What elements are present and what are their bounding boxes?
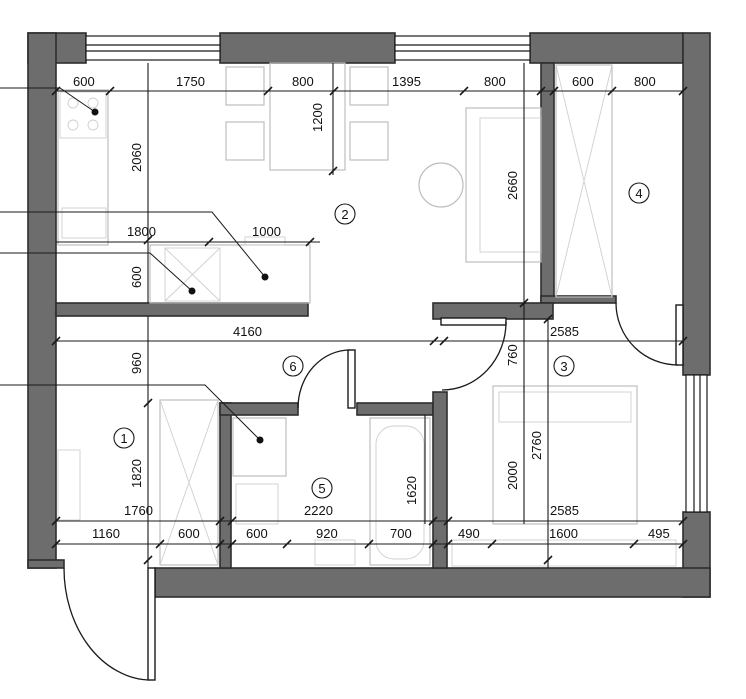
window-top-left — [85, 35, 221, 61]
furniture — [57, 62, 677, 567]
wardrobe — [555, 64, 613, 298]
dim-top-sofa-depth: 800 — [484, 74, 506, 89]
room-number-4: 4 — [635, 186, 642, 201]
shower — [232, 417, 287, 477]
dim-vert-bedroom-depth: 2760 — [529, 431, 544, 460]
bedroom-door — [440, 317, 507, 326]
entry-bench — [57, 449, 81, 521]
fridge — [164, 247, 221, 302]
dim-kitchen-counter-length: 1800 — [127, 224, 156, 239]
dim-entry-width: 1760 — [124, 503, 153, 518]
leader-lines — [0, 87, 269, 444]
stove — [59, 91, 107, 139]
dim-bottom-bath-c: 700 — [390, 526, 412, 541]
dim-top-wardrobe-left: 600 — [572, 74, 594, 89]
sofa — [465, 107, 542, 263]
dining-table — [269, 62, 346, 171]
wall-wardrobe-partition — [540, 62, 555, 304]
hall-door — [347, 349, 356, 409]
room-numbers: 1 2 3 4 5 6 — [113, 182, 650, 499]
dim-kitchen-island-length: 1000 — [252, 224, 281, 239]
dim-bath-width: 2220 — [304, 503, 333, 518]
dim-bottom-bed-left: 490 — [458, 526, 480, 541]
room-number-5: 5 — [318, 481, 325, 496]
windows — [85, 35, 708, 513]
window-top-right — [394, 35, 531, 61]
dim-top-living-width: 1395 — [392, 74, 421, 89]
dim-top-table-width: 800 — [292, 74, 314, 89]
wall-entry-bottom — [27, 559, 65, 569]
room-number-1: 1 — [120, 431, 127, 446]
dimension-labels: 600 1750 800 1395 800 600 800 1200 2060 … — [73, 74, 670, 541]
wall-top-right — [529, 32, 684, 64]
wall-bath-top-right — [356, 402, 434, 416]
wall-bath-top-left — [219, 402, 299, 416]
wall-kitchen-hall — [55, 302, 309, 317]
dim-bottom-bath-a: 600 — [246, 526, 268, 541]
dim-bottom-bath-b: 920 — [316, 526, 338, 541]
bedroom-cabinet — [451, 539, 677, 567]
sink — [61, 207, 107, 239]
chair-3 — [349, 66, 389, 106]
room-number-3: 3 — [560, 359, 567, 374]
doors — [63, 302, 684, 681]
leader-shower — [0, 384, 261, 441]
chair-1 — [225, 66, 265, 106]
dim-bottom-entry-left: 1160 — [92, 526, 120, 541]
bed — [492, 385, 638, 525]
kitchen-counter — [57, 89, 109, 246]
coffee-table — [418, 162, 464, 208]
dim-bedroom-width-bottom: 2585 — [550, 503, 579, 518]
dim-vert-bed-length: 2000 — [505, 461, 520, 490]
dim-vert-door-offset: 760 — [505, 344, 520, 366]
kitchen-island — [149, 244, 311, 304]
dim-top-dining-width: 1750 — [176, 74, 205, 89]
dim-vert-living-depth: 2660 — [505, 171, 520, 200]
dim-bottom-bed-width: 1600 — [549, 526, 578, 541]
dim-vert-hall-depth: 960 — [129, 352, 144, 374]
leader-stove — [0, 87, 96, 113]
dim-vert-table-depth: 1200 — [310, 103, 325, 132]
entry-wardrobe — [159, 399, 219, 566]
dim-bottom-bed-right: 495 — [648, 526, 670, 541]
wardrobe-door — [675, 304, 684, 366]
wall-bath-right — [432, 391, 448, 569]
chair-2 — [225, 121, 265, 161]
dim-top-kitchen-depth: 600 — [73, 74, 95, 89]
washer — [314, 539, 356, 566]
wall-top-middle — [219, 32, 396, 64]
dim-hall-width: 4160 — [233, 324, 262, 339]
dim-vert-kitchen-length: 2060 — [129, 143, 144, 172]
wall-wardrobe-bottom — [540, 295, 617, 304]
room-number-6: 6 — [289, 359, 296, 374]
dimension-lines — [51, 63, 688, 568]
dim-bedroom-width-top: 2585 — [550, 324, 579, 339]
bathtub — [369, 417, 431, 566]
walls — [27, 32, 711, 598]
chair-4 — [349, 121, 389, 161]
toilet — [235, 483, 279, 525]
dim-vert-counter-depth: 600 — [129, 266, 144, 288]
entrance-door — [147, 567, 156, 681]
wall-bottom — [154, 567, 711, 598]
dim-vert-bath-depth: 1620 — [404, 476, 419, 505]
wall-bedroom-top-stub — [432, 302, 554, 320]
wall-left — [27, 32, 57, 569]
dim-bottom-entry-right: 600 — [178, 526, 200, 541]
leader-fridge — [0, 252, 193, 292]
dim-vert-entry-depth: 1820 — [129, 459, 144, 488]
leader-island — [0, 211, 266, 278]
dim-top-wardrobe-right: 800 — [634, 74, 656, 89]
window-right — [685, 374, 708, 513]
wall-right-upper — [682, 32, 711, 376]
room-number-2: 2 — [341, 207, 348, 222]
